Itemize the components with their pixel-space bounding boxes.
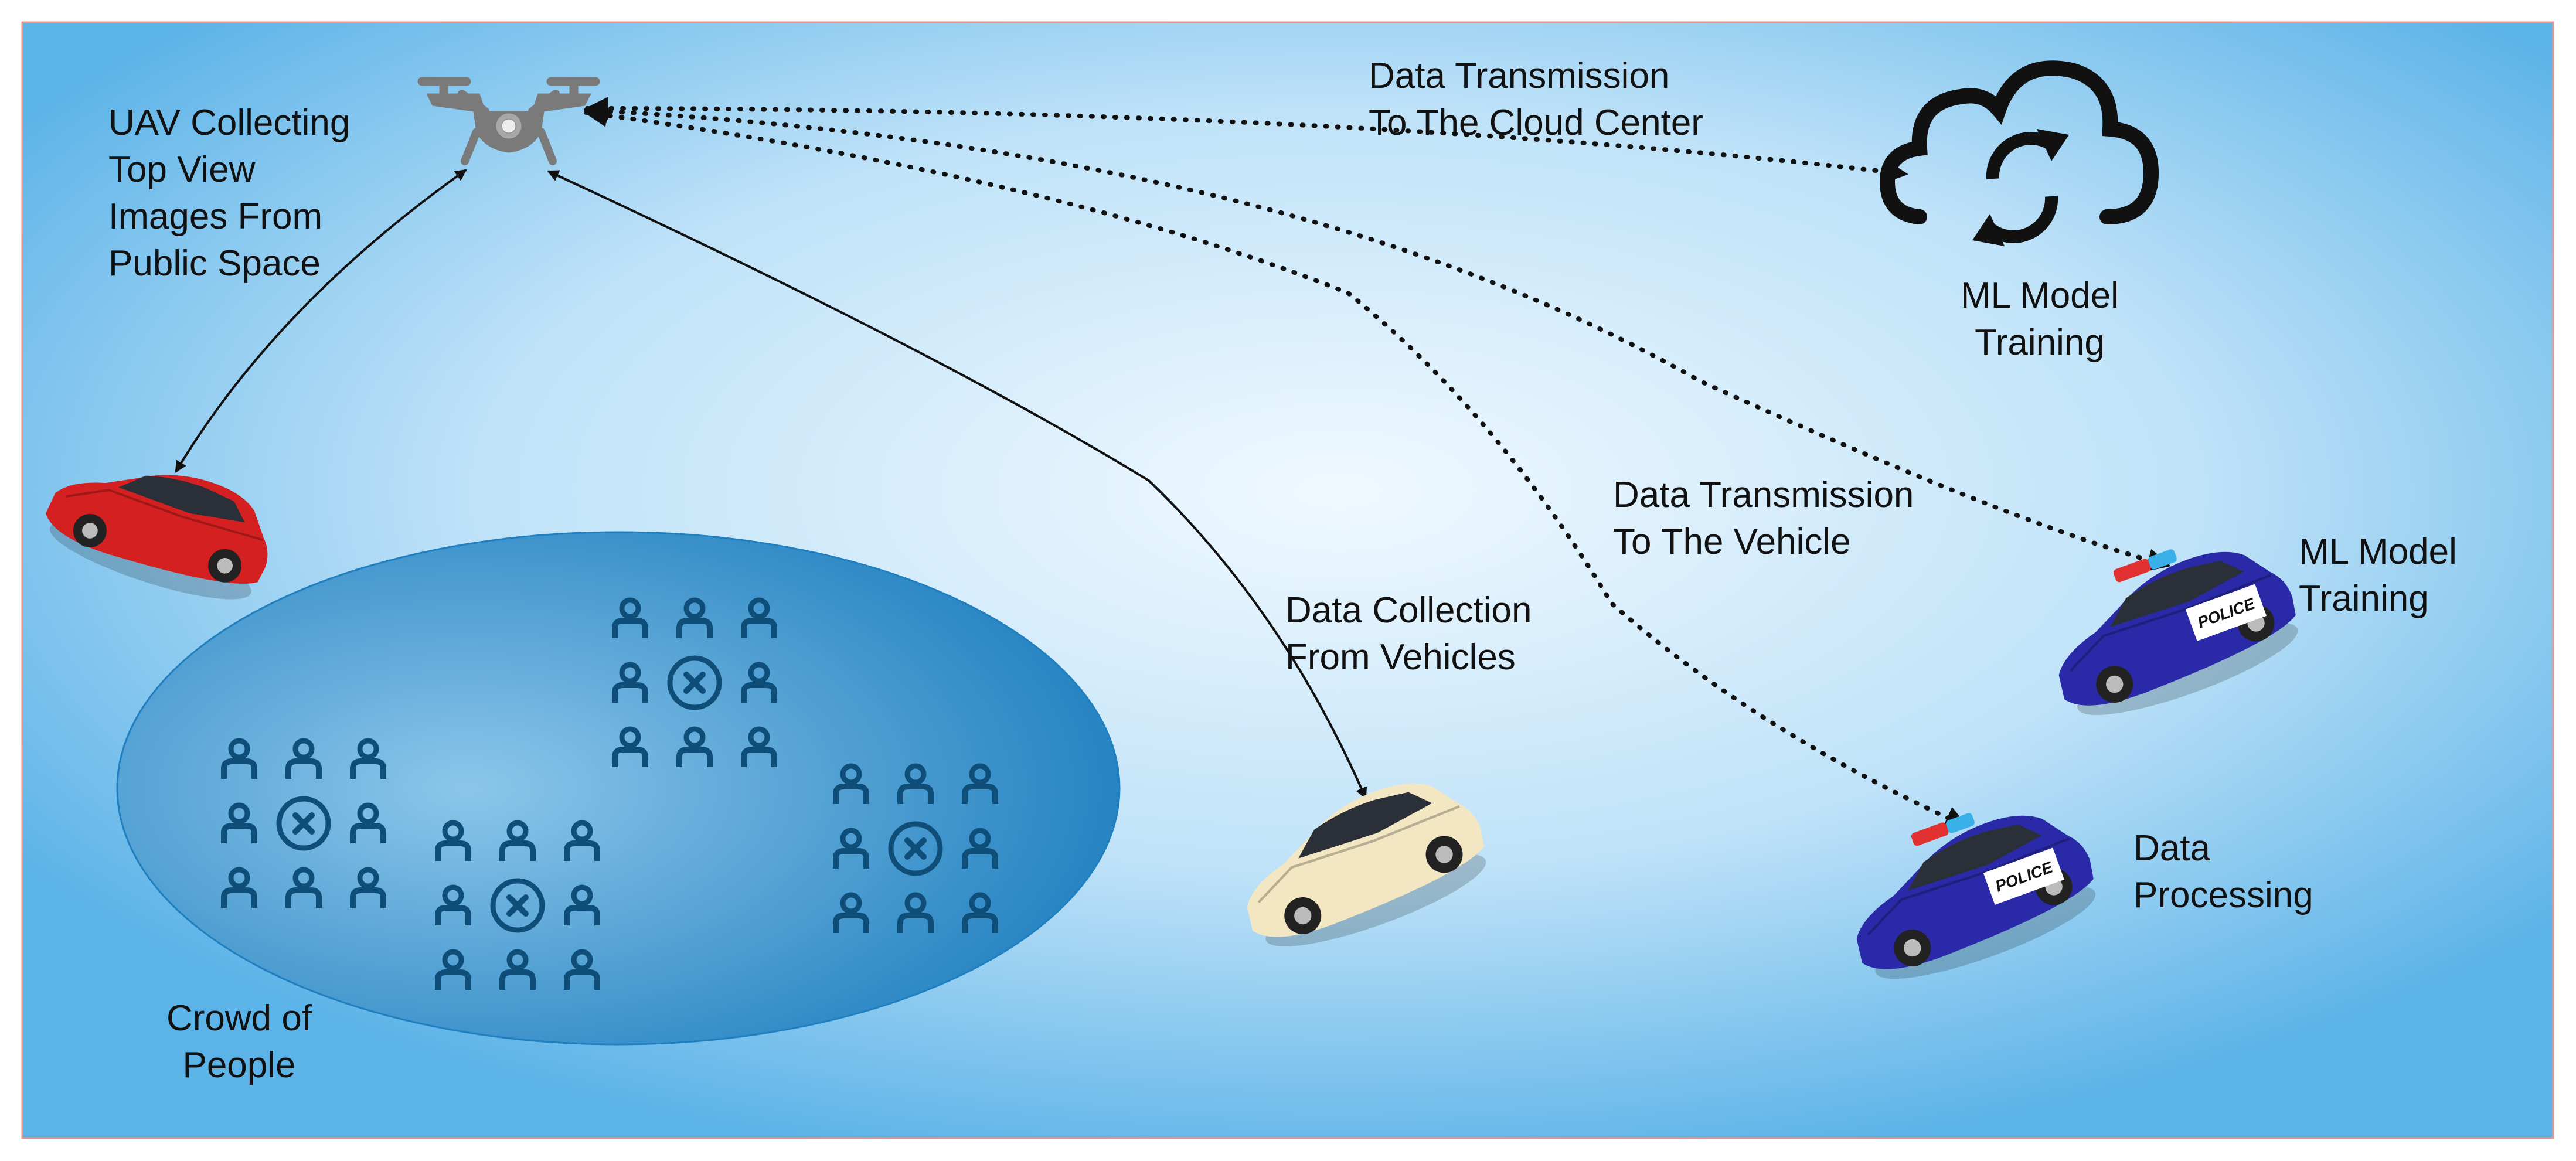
uav-label-line: Top View (108, 149, 256, 190)
links (175, 97, 2171, 829)
cloud-ml-training-label-line: ML Model (1961, 275, 2119, 316)
car-body (1247, 783, 1486, 946)
data-processing-label-line: Data (2133, 828, 2210, 869)
police-ml-training-label-line: ML Model (2299, 532, 2457, 572)
crowd-area (116, 531, 1121, 1046)
vehicle-transmission-label: Data Transmission To The Vehicle (1613, 475, 1914, 562)
cloud-ml-training-label-line: Training (1975, 322, 2105, 363)
drone-icon (417, 77, 600, 165)
police-car-icon: POLICE (2058, 549, 2298, 715)
cloud-sync-icon (1879, 60, 2159, 246)
car-body (2058, 551, 2298, 715)
crowd-label-line: Crowd of (166, 998, 312, 1039)
red-car-icon (46, 475, 268, 600)
data-processing-label-line: Processing (2133, 875, 2313, 915)
uav-label-line: Images From (108, 196, 322, 237)
link-uav-police-2 (584, 103, 1969, 829)
car-body (46, 475, 268, 600)
cloud-transmission-label-line: To The Cloud Center (1369, 103, 1703, 143)
crowd-label-line: People (182, 1045, 295, 1085)
police-car-icon: POLICE (1856, 813, 2096, 979)
cloud-transmission-label: Data Transmission To The Cloud Center (1369, 56, 1703, 143)
police-ml-training-label-line: Training (2299, 578, 2429, 619)
vehicle-transmission-label-line: Data Transmission (1613, 475, 1914, 515)
data-collection-label-line: From Vehicles (1285, 637, 1516, 677)
car-body (1856, 815, 2096, 979)
crowd-label: Crowd of People (166, 998, 312, 1085)
uav-label-line: Public Space (108, 243, 321, 284)
civilian-car-icon (1247, 783, 1486, 946)
uav-label-line: UAV Collecting (108, 103, 350, 143)
cloud-transmission-label-line: Data Transmission (1369, 56, 1669, 96)
link-uav-red-car (175, 169, 467, 473)
data-collection-label-line: Data Collection (1285, 590, 1532, 631)
vehicle-transmission-label-line: To The Vehicle (1613, 522, 1851, 562)
